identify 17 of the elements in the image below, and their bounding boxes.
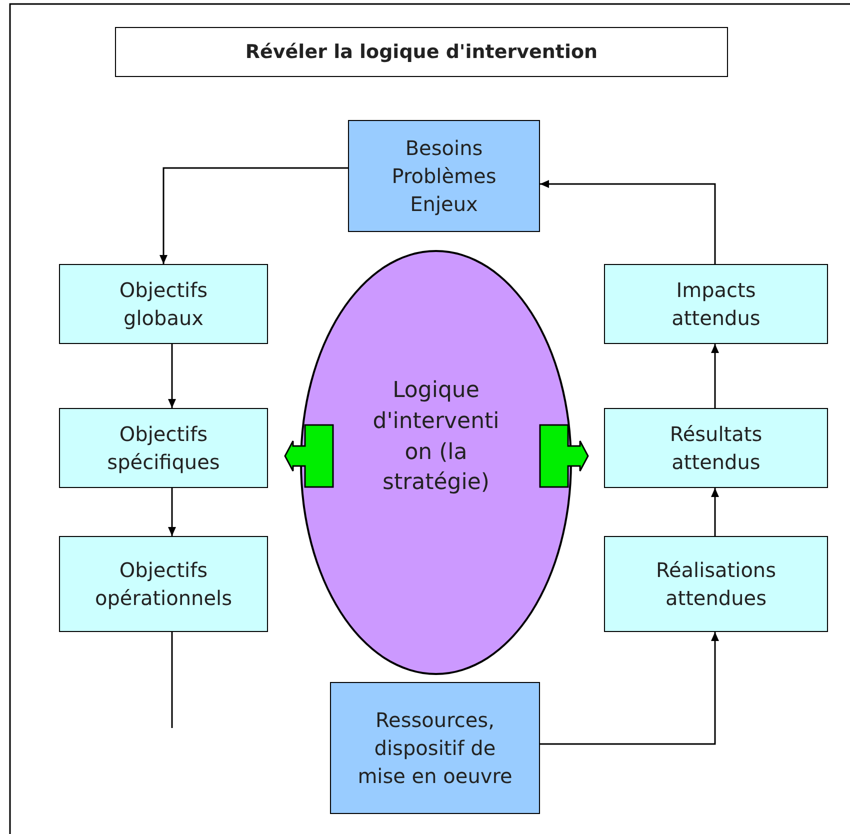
process-box: Objectifs spécifiques (59, 408, 268, 488)
connector-arrow (160, 167, 348, 264)
process-box: Résultats attendus (604, 408, 828, 488)
connector-arrow (540, 180, 716, 264)
strategy-ellipse: Logique d'interventi on (la stratégie) (300, 250, 572, 675)
process-box: Impacts attendus (604, 264, 828, 344)
connector-arrow (540, 632, 719, 745)
process-box: Ressources, dispositif de mise en oeuvre (330, 682, 540, 814)
process-box: Réalisations attendues (604, 536, 828, 632)
connector-arrow (711, 488, 719, 536)
process-box: Objectifs globaux (59, 264, 268, 344)
connector-arrow (711, 344, 719, 408)
process-box: Besoins Problèmes Enjeux (348, 120, 540, 232)
title-box: Révéler la logique d'intervention (115, 27, 728, 77)
connector-arrow (168, 344, 176, 408)
connector-arrow (168, 488, 176, 536)
process-box: Objectifs opérationnels (59, 536, 268, 632)
